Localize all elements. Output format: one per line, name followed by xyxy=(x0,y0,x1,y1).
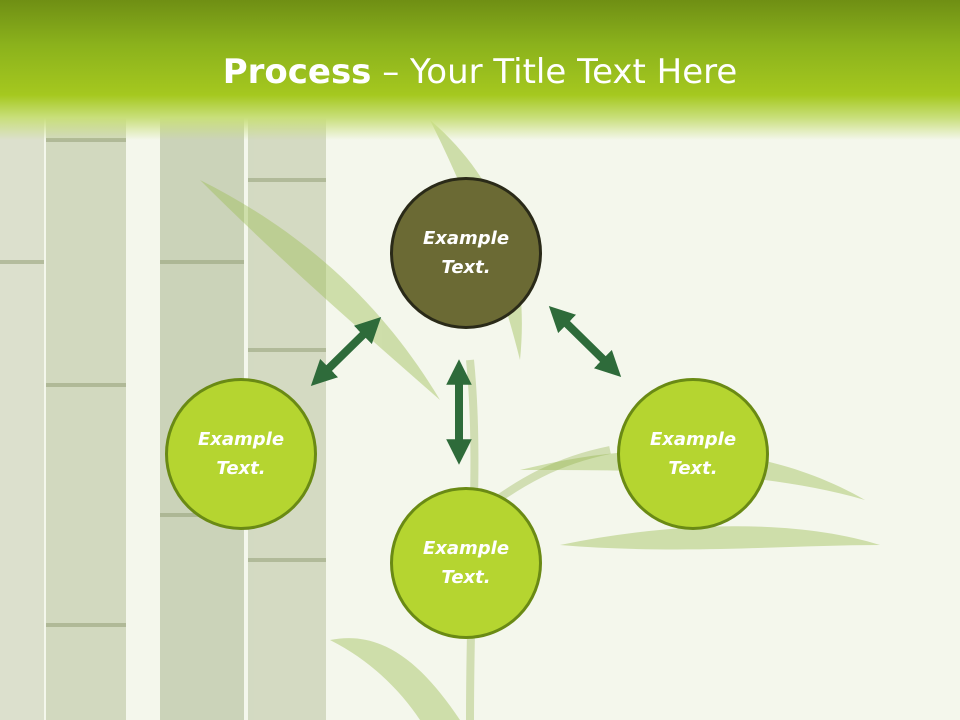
node-left: Example Text. xyxy=(165,378,317,530)
arrow-top-left xyxy=(310,317,382,386)
node-bottom: Example Text. xyxy=(390,487,542,639)
node-right-label: Example Text. xyxy=(649,429,737,479)
node-left-label: Example Text. xyxy=(197,429,285,479)
slide-title: Process – Your Title Text Here xyxy=(0,52,960,92)
title-rest: – Your Title Text Here xyxy=(371,52,738,92)
node-bottom-label: Example Text. xyxy=(422,538,510,588)
header-band xyxy=(0,0,960,140)
node-right: Example Text. xyxy=(617,378,769,530)
title-bold: Process xyxy=(222,52,372,92)
node-top-label: Example Text. xyxy=(422,228,510,278)
arrow-top-right xyxy=(548,306,622,377)
node-top: Example Text. xyxy=(390,177,542,329)
